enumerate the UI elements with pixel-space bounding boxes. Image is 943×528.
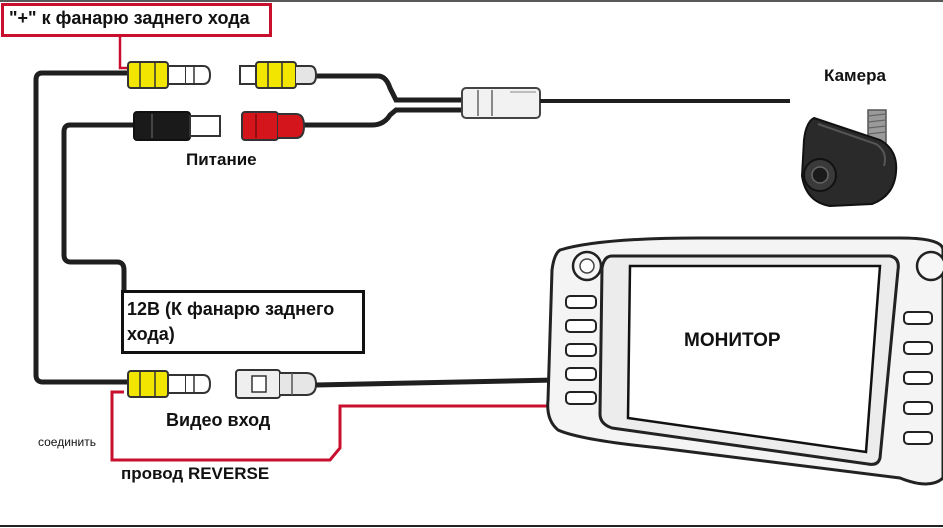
camera-label: Камера	[824, 66, 886, 85]
wire-to-monitor	[315, 377, 556, 388]
plus-label: "+" к фанарю заднего хода	[9, 8, 250, 28]
video-input-label: Видео вход	[166, 410, 271, 430]
reverse-wire-label: провод REVERSE	[121, 464, 270, 483]
rca-red-plug	[241, 111, 306, 141]
wire-power-right	[302, 107, 462, 128]
rca-white-bottom	[235, 369, 318, 399]
twelve-volt-line-1: 12В (К фанарю заднего	[127, 299, 335, 319]
twelve-volt-label: 12В (К фанарю заднего хода)	[127, 297, 334, 347]
power-label: Питание	[186, 150, 257, 169]
plus-label-box	[1, 3, 272, 37]
red-reverse-wire	[110, 390, 552, 462]
wire-video-right	[315, 73, 462, 103]
rca-yellow-top-right	[239, 61, 318, 89]
splitter-connector	[461, 87, 541, 119]
rca-black-plug	[133, 111, 221, 141]
car-dashboard	[546, 236, 943, 486]
monitor-label: МОНИТОР	[684, 330, 781, 351]
twelve-volt-box	[121, 290, 365, 354]
rca-yellow-bottom	[127, 370, 212, 398]
wire-left-outer	[33, 70, 128, 385]
twelve-volt-line-2: хода)	[127, 324, 175, 344]
wire-left-inner	[61, 122, 134, 292]
rca-yellow-top-left	[127, 61, 212, 89]
camera-icon	[800, 109, 898, 208]
connect-label: соединить	[38, 435, 97, 449]
